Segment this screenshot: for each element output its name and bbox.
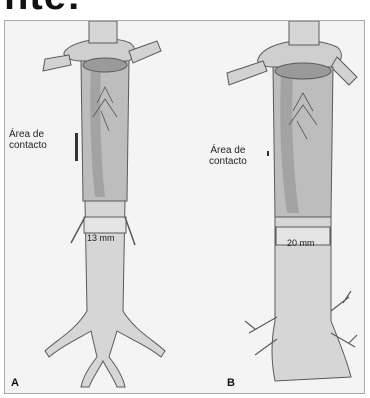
- heading-fragment-text: nte:: [4, 0, 81, 19]
- panel-a-top-stub: [89, 21, 117, 43]
- panel-a-drawing: [43, 21, 165, 387]
- panel-b-top-stub: [289, 21, 319, 45]
- panel-b-graft-opening: [275, 63, 331, 79]
- illustration-frame: Área de contacto 13 mm A Área de contact…: [4, 20, 365, 394]
- panel-b-contact-marker: [267, 151, 269, 156]
- panel-a-contact-label-line1: Área de: [9, 129, 47, 140]
- panel-b-measure-label: 20 mm: [287, 238, 315, 249]
- panel-a-small-branch-left: [71, 217, 85, 243]
- panel-a-letter: A: [11, 377, 19, 389]
- panel-a-cuff-band: [84, 217, 126, 233]
- panel-b-left-branch: [227, 61, 267, 85]
- cropped-heading-fragment: nte:: [0, 0, 370, 22]
- panel-b-drawing: [227, 21, 357, 381]
- aortic-graft-illustration: [5, 21, 366, 395]
- panel-a-left-branch: [43, 55, 71, 71]
- panel-b-letter: B: [227, 377, 235, 389]
- panel-a-right-branch: [129, 41, 161, 63]
- panel-b-contact-label: Área de contacto: [209, 145, 247, 167]
- panel-a-measure-label: 13 mm: [87, 233, 115, 244]
- panel-b-contact-label-line1: Área de: [209, 145, 247, 156]
- panel-a-graft-upper: [81, 61, 129, 201]
- panel-a-contact-label-line2: contacto: [9, 140, 47, 151]
- panel-a-contact-label: Área de contacto: [9, 129, 47, 151]
- panel-b-right-branch: [331, 57, 357, 85]
- panel-a-contact-bar: [75, 133, 78, 161]
- panel-b-contact-label-line2: contacto: [209, 156, 247, 167]
- panel-a-graft-opening: [83, 58, 127, 72]
